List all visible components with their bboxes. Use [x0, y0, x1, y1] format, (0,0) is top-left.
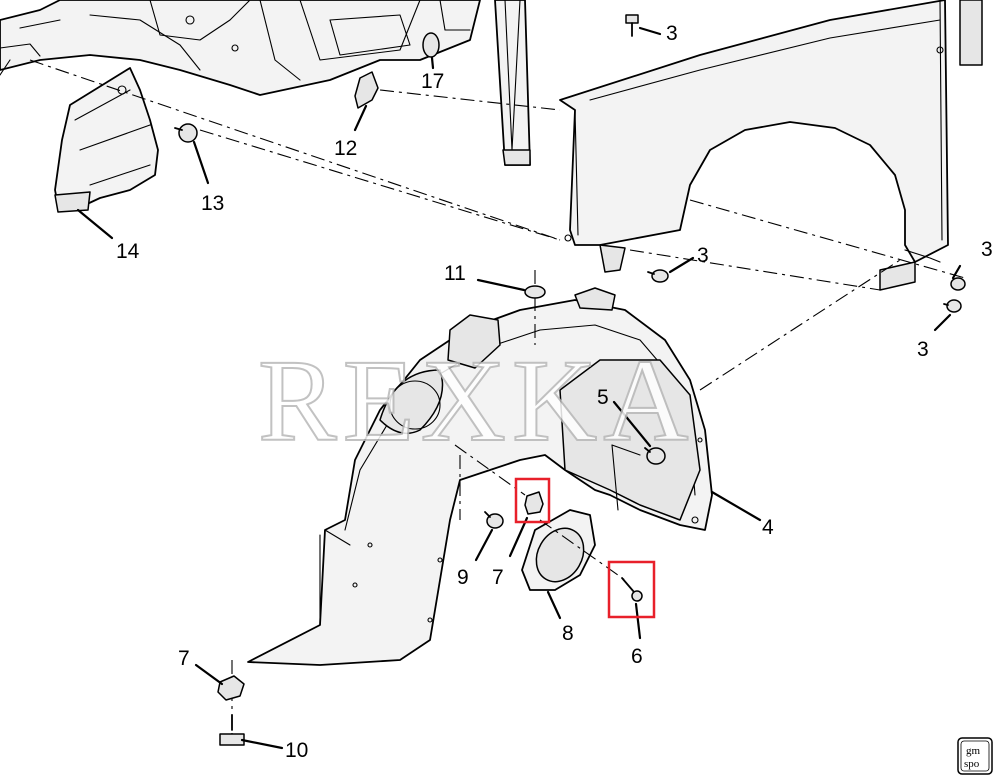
- logo-line-2: spo: [964, 758, 980, 770]
- pushpin-5: [644, 447, 666, 465]
- clip-12: [354, 71, 379, 109]
- pushpin-9: [484, 511, 504, 529]
- callout-13: 13: [201, 192, 224, 215]
- leader-lines: [76, 26, 962, 750]
- pushpin-13: [174, 123, 198, 143]
- highlight-part-6: [607, 560, 656, 619]
- logo-line-1: gm: [966, 745, 981, 757]
- screw-6: [621, 577, 643, 602]
- assembly-lines: [29, 59, 966, 740]
- bolt-10: [219, 714, 245, 746]
- bolt-3-top: [625, 14, 639, 37]
- a-pillar-channel: [494, 0, 531, 166]
- bolt-3-mid: [647, 269, 669, 283]
- callout-6: 6: [631, 645, 643, 668]
- callout-10: 10: [285, 739, 308, 762]
- callout-7-upper: 7: [492, 566, 504, 589]
- access-cover-8: [521, 509, 596, 591]
- bolt-3-right: [950, 277, 966, 291]
- callout-11: 11: [444, 262, 466, 285]
- nut-7-upper: [524, 491, 544, 515]
- callout-8: 8: [562, 622, 574, 645]
- callout-3-top: 3: [666, 22, 678, 45]
- callout-12: 12: [334, 137, 357, 160]
- callout-3-right-lower: 3: [917, 338, 929, 361]
- fasteners: [174, 14, 966, 746]
- highlight-part-7: [514, 477, 551, 524]
- callout-5: 5: [597, 386, 609, 409]
- callout-3-mid: 3: [697, 244, 709, 267]
- gm-spo-logo: gm spo: [957, 737, 993, 775]
- callout-9: 9: [457, 566, 469, 589]
- callout-7-lower: 7: [178, 647, 190, 670]
- callout-4: 4: [762, 516, 774, 539]
- nut-7-lower: [217, 675, 245, 701]
- callout-17: 17: [421, 70, 444, 93]
- fender: [559, 0, 983, 291]
- washer-11: [524, 285, 546, 299]
- callout-labels: 3 17 12 13 14 3 3 3 11 5 4 9 7 8 6 7 10: [116, 22, 993, 762]
- body-structure: [0, 0, 481, 96]
- watermark-text: REXKA: [258, 335, 694, 466]
- callout-3-right: 3: [981, 238, 993, 261]
- bolt-3-right-lower: [943, 299, 962, 313]
- splash-shield-14: [54, 67, 159, 213]
- grommet-17: [422, 32, 440, 58]
- callout-14: 14: [116, 240, 140, 263]
- wheelhouse-liner-4: [247, 287, 713, 666]
